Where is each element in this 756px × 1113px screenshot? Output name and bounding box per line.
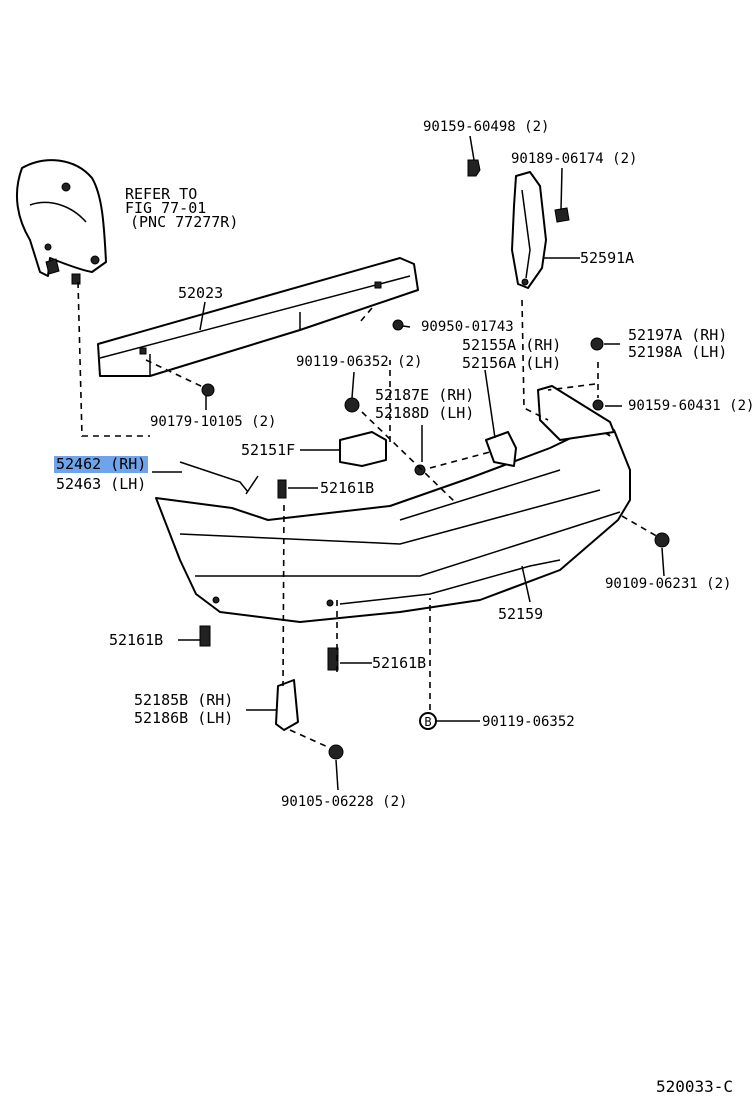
diagram-id: 520033-C <box>656 1077 734 1096</box>
bumper-cover-part <box>155 385 631 623</box>
label-52159[interactable]: 52159 <box>498 605 544 623</box>
label-90159-60498[interactable]: 90159-60498 (2) <box>423 119 550 135</box>
side-bracket-part <box>339 431 517 467</box>
label-52161B-mid[interactable]: 52161B <box>372 654 427 672</box>
label-52151F[interactable]: 52151F <box>241 441 296 459</box>
label-90119-06352[interactable]: 90119-06352 <box>482 714 575 730</box>
label-52023[interactable]: 52023 <box>178 284 224 302</box>
refer-note-line2: FIG 77-01 <box>125 199 207 217</box>
label-90159-60431[interactable]: 90159-60431 (2) <box>628 398 755 414</box>
fender-liner-part <box>15 159 107 285</box>
label-52462-highlighted[interactable]: 52462 (RH) <box>54 455 149 473</box>
label-52155A[interactable]: 52155A (RH) <box>462 336 562 354</box>
refer-note-line1: REFER TO <box>125 185 198 203</box>
leader-lines <box>152 135 665 791</box>
bumper-reinforcement-part <box>97 257 419 377</box>
refer-note-line3: (PNC 77277R) <box>130 213 239 231</box>
label-90179-10105[interactable]: 90179-10105 (2) <box>150 414 277 430</box>
label-52161B-left[interactable]: 52161B <box>109 631 164 649</box>
label-90119-06352-2[interactable]: 90119-06352 (2) <box>296 354 423 370</box>
label-90950-01743[interactable]: 90950-01743 <box>421 319 514 335</box>
label-90105-06228[interactable]: 90105-06228 (2) <box>281 794 408 810</box>
label-52186B[interactable]: 52186B (LH) <box>134 709 234 727</box>
label-52188D[interactable]: 52188D (LH) <box>375 404 475 422</box>
label-52161B-top[interactable]: 52161B <box>320 479 375 497</box>
label-52197A[interactable]: 52197A (RH) <box>628 326 728 344</box>
lower-bracket-part <box>275 679 299 731</box>
label-52187E[interactable]: 52187E (RH) <box>375 386 475 404</box>
label-90109-06231[interactable]: 90109-06231 (2) <box>605 576 732 592</box>
bumper-retainer-part <box>467 159 570 289</box>
label-90189-06174[interactable]: 90189-06174 (2) <box>511 151 638 167</box>
label-52463[interactable]: 52463 (LH) <box>56 475 147 493</box>
fasteners: B <box>199 319 670 760</box>
bumper-rod-part <box>179 461 259 495</box>
label-52185B[interactable]: 52185B (RH) <box>134 691 234 709</box>
label-52591A[interactable]: 52591A <box>580 249 635 267</box>
reference-lines <box>77 281 661 749</box>
label-52198A[interactable]: 52198A (LH) <box>628 343 728 361</box>
label-52156A[interactable]: 52156A (LH) <box>462 354 562 372</box>
svg-text:B: B <box>424 715 431 729</box>
